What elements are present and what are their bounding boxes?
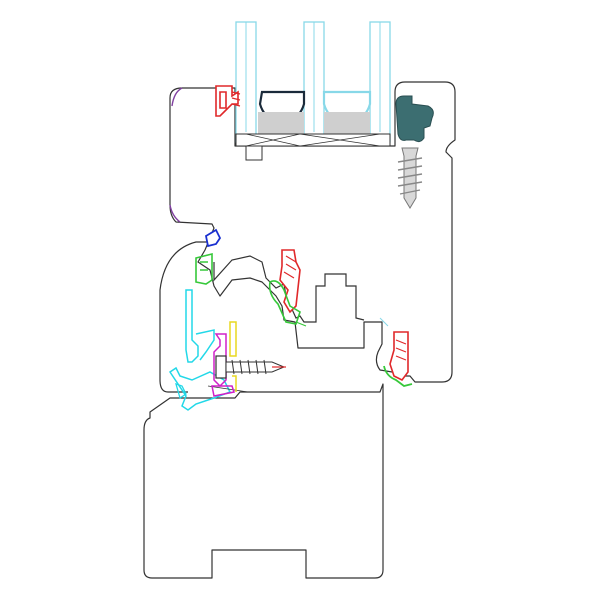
cyan-bracket bbox=[195, 329, 215, 361]
frame-outer-contour bbox=[159, 241, 214, 393]
top-gasket-teeth bbox=[231, 91, 241, 107]
sash-edge-purple-lower bbox=[169, 204, 181, 223]
bottom-gasket-red bbox=[389, 331, 409, 382]
sealant-left bbox=[258, 112, 304, 134]
hardware-fittings bbox=[168, 289, 249, 411]
setting-block bbox=[235, 133, 391, 147]
hardware-fixing-screw bbox=[215, 355, 286, 379]
setting-block-hatch bbox=[245, 133, 381, 147]
window-frame-profile bbox=[143, 383, 384, 579]
cyan-rail bbox=[185, 289, 199, 363]
top-gasket-red bbox=[215, 85, 239, 117]
yellow-strip bbox=[229, 321, 237, 357]
cyan-lock-arm bbox=[168, 366, 232, 411]
glazing-bead bbox=[395, 95, 434, 143]
rebate-mark bbox=[295, 321, 307, 327]
blue-clip bbox=[204, 228, 222, 248]
bottom-seal-green bbox=[383, 365, 413, 387]
middle-gasket-red bbox=[279, 249, 301, 314]
magenta-keeper bbox=[213, 333, 227, 388]
drainage-mark bbox=[379, 317, 389, 327]
sash-edge-purple bbox=[171, 87, 183, 107]
cyan-leader-line bbox=[207, 385, 249, 393]
glass-fixing-screw bbox=[397, 147, 423, 209]
magenta-base bbox=[211, 385, 235, 397]
bottom-gasket-teeth bbox=[395, 339, 407, 361]
left-seal-green bbox=[195, 252, 213, 285]
triple-glazing-unit bbox=[235, 21, 391, 161]
setting-block-foot bbox=[245, 145, 263, 161]
frame-rebate-contour bbox=[213, 255, 365, 323]
glass-screw-body bbox=[401, 147, 419, 209]
sealant-right bbox=[324, 112, 370, 134]
cyan-hook bbox=[175, 382, 187, 400]
middle-gasket-teeth bbox=[283, 255, 297, 279]
yellow-strip-lower bbox=[232, 375, 237, 392]
middle-seal-green bbox=[268, 280, 301, 325]
glass-screw-threads bbox=[397, 157, 423, 195]
hw-screw-threads bbox=[231, 359, 267, 375]
hw-screw-head bbox=[215, 355, 227, 379]
